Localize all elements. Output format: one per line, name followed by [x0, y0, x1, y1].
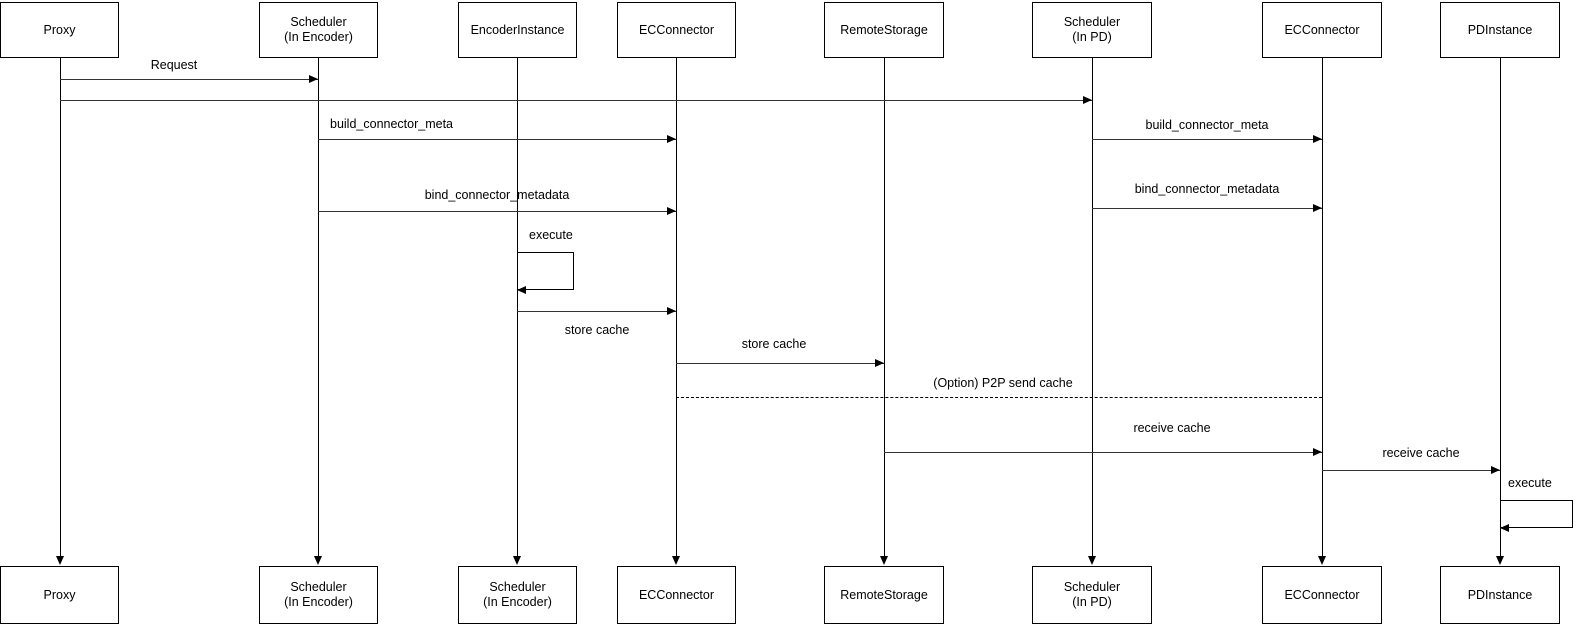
lifeline-encoder_inst — [517, 58, 518, 557]
message-arrow-icon-m4 — [1313, 135, 1322, 143]
lifeline-pd_inst — [1500, 58, 1501, 557]
message-arrow-icon-m10 — [1313, 448, 1322, 456]
lifeline-arrow-icon-pd_inst — [1496, 556, 1504, 565]
lifeline-arrow-icon-sched_enc — [314, 556, 322, 565]
message-label-m8: store cache — [741, 337, 807, 351]
participant-box-ec_conn_r[interactable]: ECConnector — [1262, 2, 1382, 58]
participant-label-line1: Scheduler — [1063, 580, 1121, 594]
message-line-m3[interactable] — [318, 139, 676, 140]
participant-label-line1: ECConnector — [1284, 587, 1360, 602]
lifeline-arrow-icon-encoder_inst — [513, 556, 521, 565]
participant-box-sched_enc[interactable]: Scheduler(In Encoder) — [259, 2, 378, 58]
participant-label-line1: ECConnector — [638, 587, 715, 602]
participant-box-remote[interactable]: RemoteStorage — [824, 2, 944, 58]
message-label-m6: bind_connector_metadata — [1134, 182, 1280, 196]
message-line-m9[interactable] — [676, 397, 1322, 398]
participant-label-line1: Scheduler — [489, 580, 546, 594]
participant-box-ec_conn_l[interactable]: ECConnector — [617, 2, 736, 58]
lifeline-remote — [884, 58, 885, 557]
message-arrow-icon-m11 — [1491, 466, 1500, 474]
participant-box-ec_conn_r_b[interactable]: ECConnector — [1262, 566, 1382, 624]
message-arrow-icon-m6 — [1313, 204, 1322, 212]
message-label-m1: Request — [150, 58, 198, 72]
message-arrow-icon-m5 — [667, 207, 676, 215]
message-label-m3: build_connector_meta — [330, 117, 453, 131]
message-label-m10: receive cache — [1133, 421, 1211, 435]
participant-box-pd_inst_b[interactable]: PDInstance — [1440, 566, 1560, 624]
self-message-label-s2: execute — [1508, 476, 1552, 490]
lifeline-proxy — [60, 58, 61, 557]
participant-box-sched_pd[interactable]: Scheduler(In PD) — [1032, 2, 1152, 58]
message-line-m11[interactable] — [1322, 470, 1500, 471]
self-message-label-s1: execute — [529, 228, 573, 242]
participant-box-encoder_inst[interactable]: EncoderInstance — [458, 2, 577, 58]
participant-box-sched_enc_b[interactable]: Scheduler(In Encoder) — [259, 566, 378, 624]
lifeline-sched_pd — [1092, 58, 1093, 557]
message-line-m1[interactable] — [60, 79, 318, 80]
self-message-loop-s2[interactable] — [1500, 500, 1573, 528]
participant-label-line1: Scheduler — [290, 15, 347, 29]
participant-label-line1: Proxy — [43, 22, 76, 37]
participant-label-line2: (In Encoder) — [483, 595, 552, 609]
participant-box-proxy[interactable]: Proxy — [0, 2, 119, 58]
participant-box-ec_conn_l_b[interactable]: ECConnector — [617, 566, 736, 624]
lifeline-ec_conn_l — [676, 58, 677, 557]
message-label-m4: build_connector_meta — [1145, 118, 1269, 132]
self-message-arrow-icon-s1 — [517, 286, 526, 294]
lifeline-arrow-icon-remote — [880, 556, 888, 565]
message-arrow-icon-m7 — [667, 307, 676, 315]
participant-box-sched_enc_b2[interactable]: Scheduler(In Encoder) — [458, 566, 577, 624]
message-label-m5: bind_connector_metadata — [424, 188, 570, 202]
participant-label-line1: Scheduler — [290, 580, 347, 594]
participant-box-proxy_b[interactable]: Proxy — [0, 566, 119, 624]
message-label-m11: receive cache — [1382, 446, 1460, 460]
self-message-loop-s1[interactable] — [517, 252, 574, 290]
participant-label-line2: (In PD) — [1072, 595, 1112, 609]
message-line-m6[interactable] — [1092, 208, 1322, 209]
lifeline-ec_conn_r — [1322, 58, 1323, 557]
message-line-m10[interactable] — [884, 452, 1322, 453]
lifeline-arrow-icon-ec_conn_r — [1318, 556, 1326, 565]
participant-label-line1: PDInstance — [1467, 587, 1533, 602]
participant-box-remote_b[interactable]: RemoteStorage — [824, 566, 944, 624]
participant-box-sched_pd_b[interactable]: Scheduler(In PD) — [1032, 566, 1152, 624]
message-line-m2[interactable] — [60, 100, 1092, 101]
participant-label-line1: ECConnector — [638, 22, 715, 37]
message-arrow-icon-m1 — [309, 75, 318, 83]
participant-label-line2: (In PD) — [1072, 30, 1112, 44]
message-line-m4[interactable] — [1092, 139, 1322, 140]
lifeline-arrow-icon-ec_conn_l — [672, 556, 680, 565]
participant-label-line2: (In Encoder) — [284, 30, 353, 44]
message-arrow-icon-m2 — [1083, 96, 1092, 104]
participant-label-line1: EncoderInstance — [470, 22, 565, 37]
participant-label-line1: PDInstance — [1467, 22, 1533, 37]
message-label-m9: (Option) P2P send cache — [933, 376, 1073, 390]
participant-label-line1: RemoteStorage — [840, 587, 928, 602]
message-label-m7: store cache — [564, 323, 630, 337]
participant-label-line1: RemoteStorage — [840, 22, 928, 37]
message-line-m8[interactable] — [676, 363, 884, 364]
participant-label-line1: Scheduler — [1063, 15, 1121, 29]
participant-label-line1: Proxy — [43, 587, 76, 602]
lifeline-arrow-icon-sched_pd — [1088, 556, 1096, 565]
message-line-m7[interactable] — [517, 311, 676, 312]
self-message-arrow-icon-s2 — [1500, 524, 1509, 532]
lifeline-sched_enc — [318, 58, 319, 557]
message-arrow-icon-m8 — [875, 359, 884, 367]
lifeline-arrow-icon-proxy — [56, 556, 64, 565]
participant-label-line2: (In Encoder) — [284, 595, 353, 609]
participant-box-pd_inst[interactable]: PDInstance — [1440, 2, 1560, 58]
message-arrow-icon-m3 — [667, 135, 676, 143]
participant-label-line1: ECConnector — [1284, 22, 1360, 37]
message-line-m5[interactable] — [318, 211, 676, 212]
